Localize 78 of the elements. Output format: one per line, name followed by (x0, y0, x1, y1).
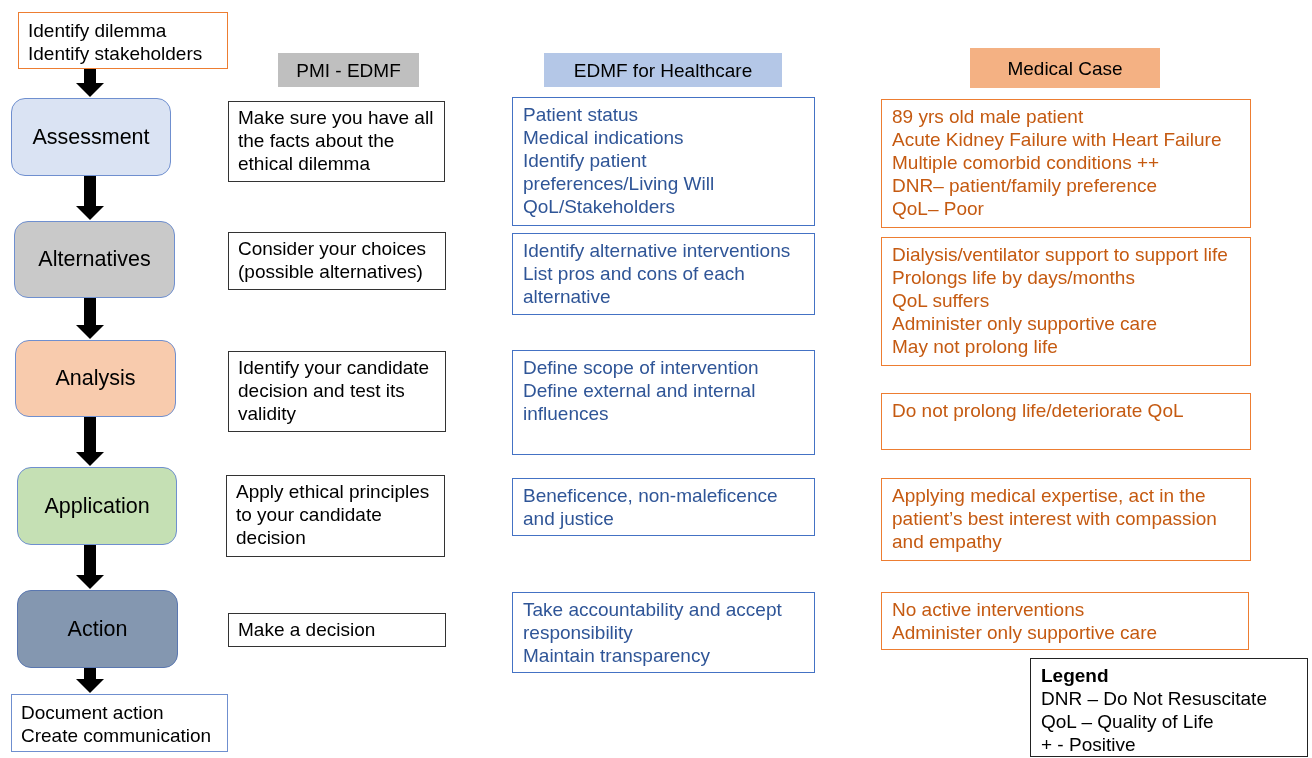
process-box (14, 221, 175, 298)
node-label: PMI - EDMF (296, 58, 401, 82)
node-text: Identify patient preferences/Living Will (523, 149, 716, 195)
column-header (970, 48, 1160, 88)
note-box (881, 393, 1251, 450)
node-text: Identify stakeholders (28, 42, 204, 65)
column-header (544, 53, 782, 87)
note-box (228, 232, 446, 290)
node-text: QoL suffers (892, 289, 991, 312)
note-box (512, 478, 815, 536)
note-box (228, 101, 445, 182)
node-text: Patient status (523, 103, 640, 126)
node-text: May not prolong life (892, 335, 1059, 358)
node-text: Identify dilemma (28, 19, 168, 42)
node-text: Multiple comorbid conditions ++ (892, 151, 1161, 174)
node-text: Administer only supportive care (892, 312, 1159, 335)
block-arrow (76, 417, 104, 466)
node-text: Identify your candidate decision and test its validity (238, 356, 431, 425)
node-text: Make sure you have all the facts about the ethical dilemma (238, 106, 435, 175)
node-text: Take accountability and accept responsibility (523, 598, 783, 644)
node-text: Beneficence, non-maleficence and justice (523, 484, 779, 530)
note-box (881, 99, 1251, 228)
node-text: Prolongs life by days/months (892, 266, 1136, 289)
note-box (512, 97, 815, 226)
legend-entry: QoL – Quality of Life (1041, 710, 1215, 733)
process-box (17, 467, 177, 545)
block-arrow (76, 298, 104, 339)
node-text: DNR– patient/family preference (892, 174, 1159, 197)
node-text: QoL/Stakeholders (523, 195, 677, 218)
legend-entry: + - Positive (1041, 733, 1137, 756)
legend-entry: DNR – Do Not Resuscitate (1041, 687, 1268, 710)
note-box (512, 592, 815, 673)
node-text: Do not prolong life/deteriorate QoL (892, 399, 1185, 422)
node-text: Identify alternative interventions (523, 239, 792, 262)
note-box (226, 475, 445, 557)
note-box (881, 478, 1251, 561)
note-box (512, 350, 815, 455)
node-label: Medical Case (1007, 56, 1123, 80)
node-text: Define scope of intervention (523, 356, 760, 379)
node-label: Analysis (55, 367, 136, 390)
block-arrow (76, 69, 104, 97)
note-box (881, 592, 1249, 650)
node-text: Acute Kidney Failure with Heart Failure (892, 128, 1223, 151)
node-text: Medical indications (523, 126, 685, 149)
node-text: 89 yrs old male patient (892, 105, 1085, 128)
node-text: Maintain transparency (523, 644, 711, 667)
note-box (228, 613, 446, 647)
node-text: Dialysis/ventilator support to support life (892, 243, 1229, 266)
node-label: Alternatives (38, 248, 151, 271)
note-box (228, 351, 446, 432)
process-box (15, 340, 176, 417)
note-box (512, 233, 815, 315)
node-text: Define external and internal influences (523, 379, 757, 425)
node-label: Application (44, 494, 150, 518)
start-box (18, 12, 228, 69)
node-text: Applying medical expertise, act in the patient’s best interest with compassion and empathy (892, 484, 1218, 553)
node-label: Assessment (32, 125, 150, 149)
block-arrow (76, 668, 104, 693)
node-text: QoL– Poor (892, 197, 985, 220)
node-label: EDMF for Healthcare (573, 58, 753, 82)
block-arrow (76, 545, 104, 589)
node-text: No active interventions (892, 598, 1086, 621)
node-text: Create communication (21, 724, 213, 747)
note-box (881, 237, 1251, 366)
block-arrow (76, 176, 104, 220)
node-text: Make a decision (238, 618, 377, 641)
end-box (11, 694, 228, 752)
node-text: Administer only supportive care (892, 621, 1159, 644)
node-label: Action (67, 617, 128, 641)
column-header (278, 53, 419, 87)
node-text: Apply ethical principles to your candidate decision (236, 480, 431, 549)
legend-title: Legend (1041, 664, 1110, 687)
process-box (11, 98, 171, 176)
node-text: List pros and cons of each alternative (523, 262, 746, 308)
node-text: Consider your choices (possible alternatives) (238, 237, 427, 283)
legend-box (1030, 658, 1308, 757)
node-text: Document action (21, 701, 165, 724)
process-box (17, 590, 178, 668)
